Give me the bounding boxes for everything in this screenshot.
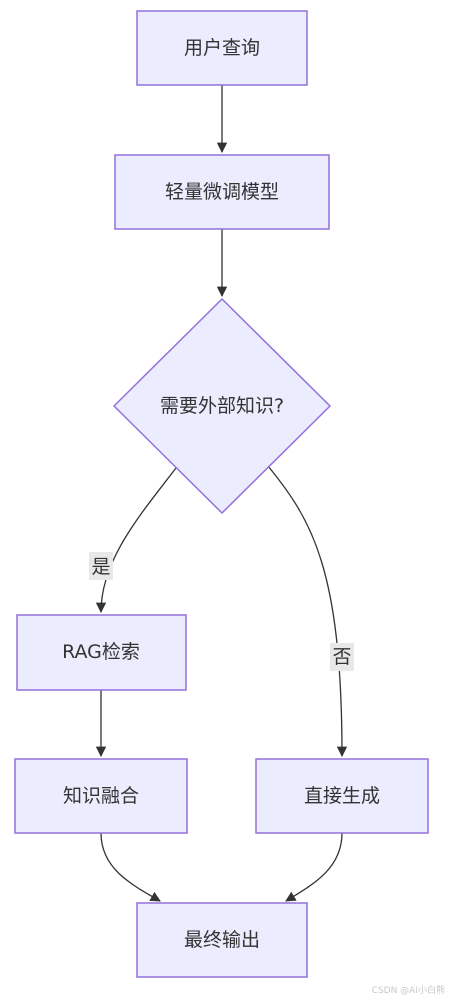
node-final-output[interactable]: 最终输出	[136, 902, 308, 978]
node-decision-need-knowledge[interactable]: 需要外部知识?	[112, 297, 332, 515]
edge-label-no-text: 否	[332, 646, 351, 668]
node-rag-retrieval[interactable]: RAG检索	[16, 614, 187, 691]
edge-fusion-to-output	[100, 832, 161, 902]
node-user-query[interactable]: 用户查询	[136, 10, 308, 86]
node-decision-label: 需要外部知识?	[160, 395, 284, 417]
node-light-finetune-label: 轻量微调模型	[165, 181, 279, 203]
edges	[95, 85, 348, 902]
node-rag-retrieval-label: RAG检索	[62, 641, 140, 663]
node-user-query-label: 用户查询	[184, 37, 260, 59]
node-direct-generate[interactable]: 直接生成	[255, 758, 429, 834]
node-knowledge-fusion[interactable]: 知识融合	[14, 758, 188, 834]
node-final-output-label: 最终输出	[184, 929, 260, 951]
edge-decision-to-rag	[95, 467, 177, 614]
edge-label-yes-text: 是	[91, 556, 110, 578]
edge-decision-to-direct	[267, 465, 348, 758]
watermark: CSDN @AI小白熊	[371, 986, 445, 996]
edge-label-yes: 是	[89, 552, 113, 580]
node-knowledge-fusion-label: 知识融合	[63, 785, 139, 807]
edge-direct-to-output	[285, 832, 343, 902]
edge-label-no: 否	[330, 643, 354, 671]
node-light-finetune[interactable]: 轻量微调模型	[114, 154, 330, 230]
node-direct-generate-label: 直接生成	[304, 785, 380, 807]
